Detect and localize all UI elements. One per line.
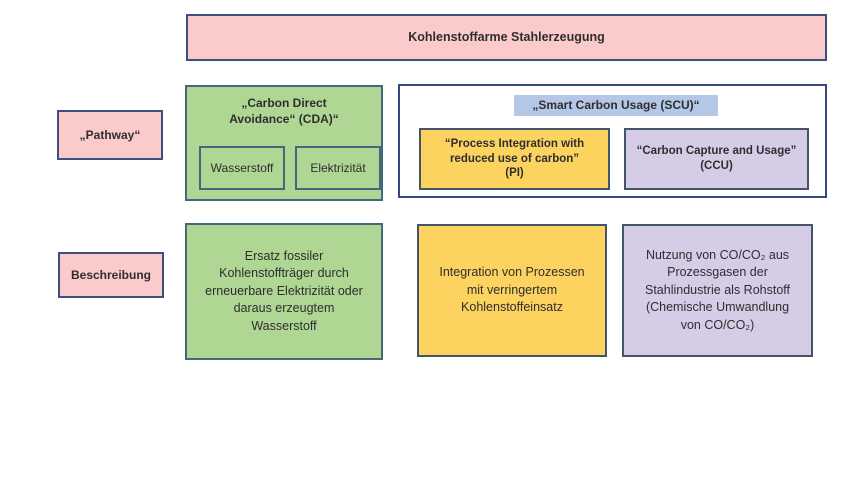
cda-description-box: Ersatz fossiler Kohlenstoffträger durch …: [185, 223, 383, 360]
cda-item-wasserstoff: Wasserstoff: [199, 146, 285, 190]
pi-pathway-box: “Process Integration with reduced use of…: [419, 128, 610, 190]
row-label-beschreibung-text: Beschreibung: [70, 267, 151, 282]
header-title: Kohlenstoffarme Stahlerzeugung: [408, 29, 605, 44]
ccu-pathway-box: “Carbon Capture and Usage” (CCU): [624, 128, 809, 190]
pi-description-text: Integration von Prozessen mit verringert…: [439, 265, 585, 315]
cda-description-text: Ersatz fossiler Kohlenstoffträger durch …: [205, 248, 363, 333]
scu-container-box: „Smart Carbon Usage (SCU)“ “Process Inte…: [398, 84, 827, 198]
scu-title-band: „Smart Carbon Usage (SCU)“: [514, 95, 718, 116]
cda-item-elektrizitaet: Elektrizität: [295, 146, 381, 190]
row-label-pathway-text: „Pathway“: [79, 127, 141, 142]
cda-title: „Carbon Direct Avoidance“ (CDA)“: [229, 96, 339, 126]
cda-item-wasserstoff-text: Wasserstoff: [210, 160, 274, 175]
ccu-title: “Carbon Capture and Usage”: [636, 145, 797, 158]
row-label-beschreibung: Beschreibung: [58, 252, 164, 298]
ccu-abbr: (CCU): [700, 160, 733, 172]
cda-pathway-box: „Carbon Direct Avoidance“ (CDA)“ Wassers…: [185, 85, 383, 201]
pi-abbr: (PI): [505, 167, 524, 180]
row-label-pathway: „Pathway“: [57, 110, 163, 160]
header-box: Kohlenstoffarme Stahlerzeugung: [186, 14, 827, 61]
pi-description-box: Integration von Prozessen mit verringert…: [417, 224, 607, 357]
pi-title: “Process Integration with reduced use of…: [444, 137, 585, 165]
scu-title-text: „Smart Carbon Usage (SCU)“: [532, 98, 700, 112]
ccu-description-text: Nutzung von CO/CO₂ aus Prozessgasen der …: [645, 247, 790, 332]
ccu-description-box: Nutzung von CO/CO₂ aus Prozessgasen der …: [622, 224, 813, 357]
cda-item-elektrizitaet-text: Elektrizität: [310, 160, 366, 175]
